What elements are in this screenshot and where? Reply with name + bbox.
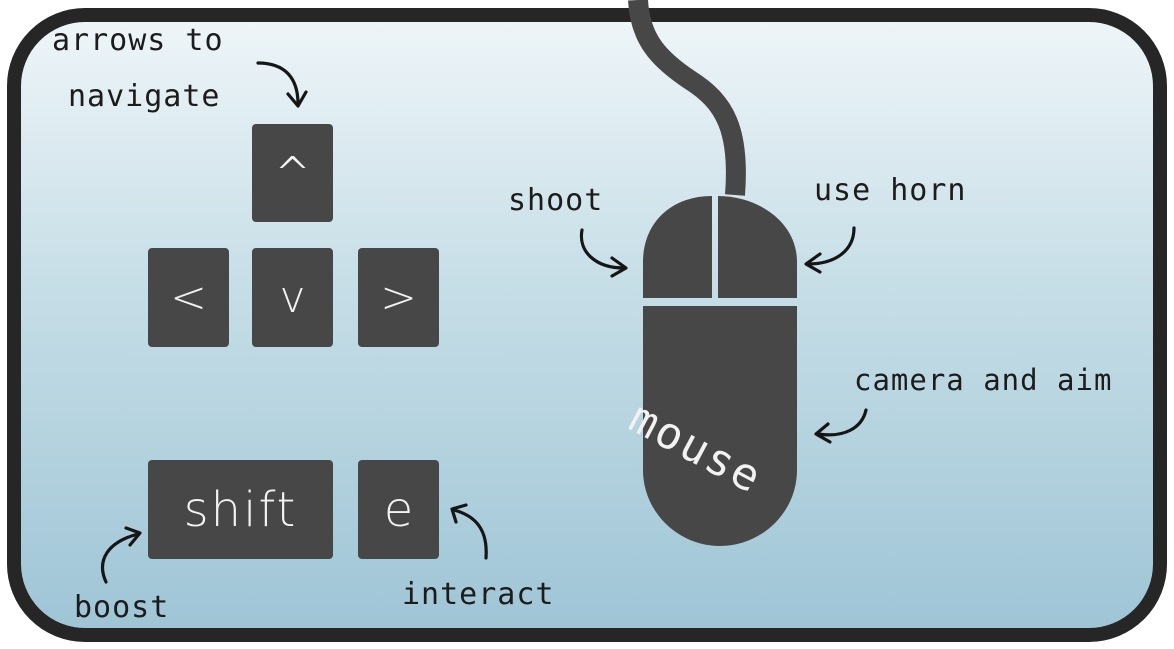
- mouse-left-button: [643, 196, 712, 298]
- key-down[interactable]: v: [252, 248, 333, 347]
- key-right[interactable]: >: [358, 248, 439, 347]
- use-horn-label: use horn: [814, 173, 967, 208]
- mouse-right-button: [718, 196, 797, 298]
- key-shift[interactable]: shift: [148, 460, 333, 559]
- camera-and-aim-label: camera and aim: [854, 363, 1113, 397]
- key-up[interactable]: ^: [252, 124, 333, 222]
- arrows-label-line2: navigate: [68, 79, 221, 114]
- mouse-cable: [628, 0, 746, 196]
- arrows-label-line1: arrows to: [52, 23, 224, 58]
- shoot-label: shoot: [508, 183, 604, 218]
- key-e[interactable]: e: [358, 460, 439, 559]
- interact-label: interact: [402, 577, 555, 612]
- boost-label: boost: [74, 590, 170, 625]
- mouse-body: [643, 306, 797, 546]
- key-left[interactable]: <: [148, 248, 229, 347]
